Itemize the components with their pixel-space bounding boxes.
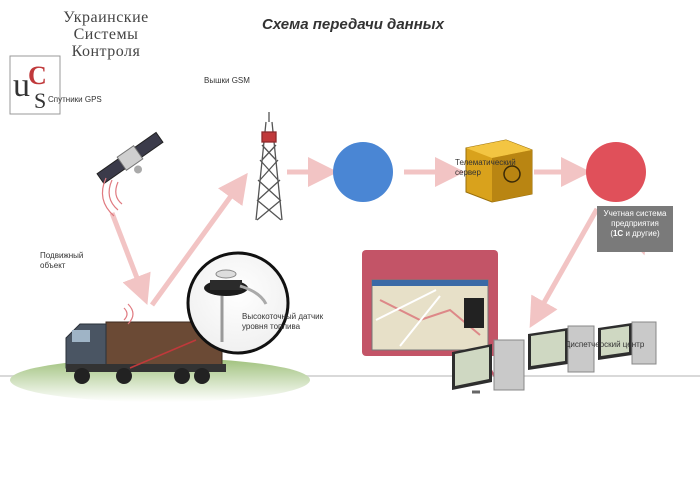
fuel-sensor-icon xyxy=(186,251,290,355)
database-label-line-2: данных xyxy=(595,122,637,134)
server-icon xyxy=(465,139,533,203)
diagram-title: Схема передачи данных xyxy=(262,16,444,33)
gsm-tower-icon xyxy=(255,112,283,221)
vehicle-label: Подвижный объект xyxy=(40,251,83,271)
company-name-line-2: Системы xyxy=(73,26,139,43)
sensor-pointer xyxy=(129,339,197,369)
dispatch-label: Диспетчерский центр xyxy=(565,340,645,349)
sensor-label-line-1: Высокоточный датчик xyxy=(242,312,324,321)
company-name-line-3: Контроля xyxy=(71,43,141,60)
sensor-label-line-2: уровня топлива xyxy=(242,322,301,331)
accounting-others: и другие xyxy=(623,229,657,238)
diagram-frame: u C S xyxy=(0,9,700,402)
internet-label: Интернет xyxy=(337,116,389,128)
server-label-line-1: Телематический xyxy=(455,158,516,167)
svg-text:S: S xyxy=(34,88,46,113)
svg-text:C: C xyxy=(28,61,47,90)
software-label: Диспетчерское программное обеспечение xyxy=(370,204,484,224)
server-label-line-2: сервер xyxy=(455,168,481,177)
database-node xyxy=(586,142,646,202)
accounting-line-1: Учетная система xyxy=(603,209,667,218)
satellite-icon xyxy=(96,131,164,185)
truck-icon xyxy=(65,321,226,384)
gps-label: Спутники GPS xyxy=(48,95,102,104)
server-label: Телематический сервер xyxy=(455,158,545,178)
company-name: Украинские Системы Контроля xyxy=(61,9,151,60)
arrow-gps-to-truck xyxy=(109,212,151,306)
accounting-box: Учетная система предприятия (1С и другие… xyxy=(597,206,673,252)
monitor-icon xyxy=(528,325,595,373)
ucs-logo-icon: u C S xyxy=(9,55,61,115)
database-label-line-1: База xyxy=(603,109,629,121)
accounting-line-2: предприятия xyxy=(611,219,659,228)
map-screenshot xyxy=(371,279,489,351)
sensor-label: Высокоточный датчик уровня топлива xyxy=(242,312,323,332)
arrow-truck-to-gsm xyxy=(149,172,248,307)
vehicle-label-line-1: Подвижный xyxy=(40,251,84,260)
svg-text:u: u xyxy=(13,67,30,104)
gsm-label: Вышки GSM xyxy=(204,76,250,85)
company-name-line-1: Украинские xyxy=(63,9,149,26)
monitor-icon xyxy=(452,339,525,394)
accounting-1c: 1С xyxy=(612,229,624,238)
satellite-signal xyxy=(101,177,123,217)
database-label: База данных xyxy=(586,109,646,135)
truck-signal xyxy=(123,303,134,325)
vehicle-label-line-2: объект xyxy=(40,261,66,270)
arrow-db-to-dispatch xyxy=(529,207,600,329)
internet-node xyxy=(333,142,393,202)
accounting-line-3: (1С и другие) xyxy=(610,229,660,238)
monitor-icon xyxy=(598,321,657,365)
